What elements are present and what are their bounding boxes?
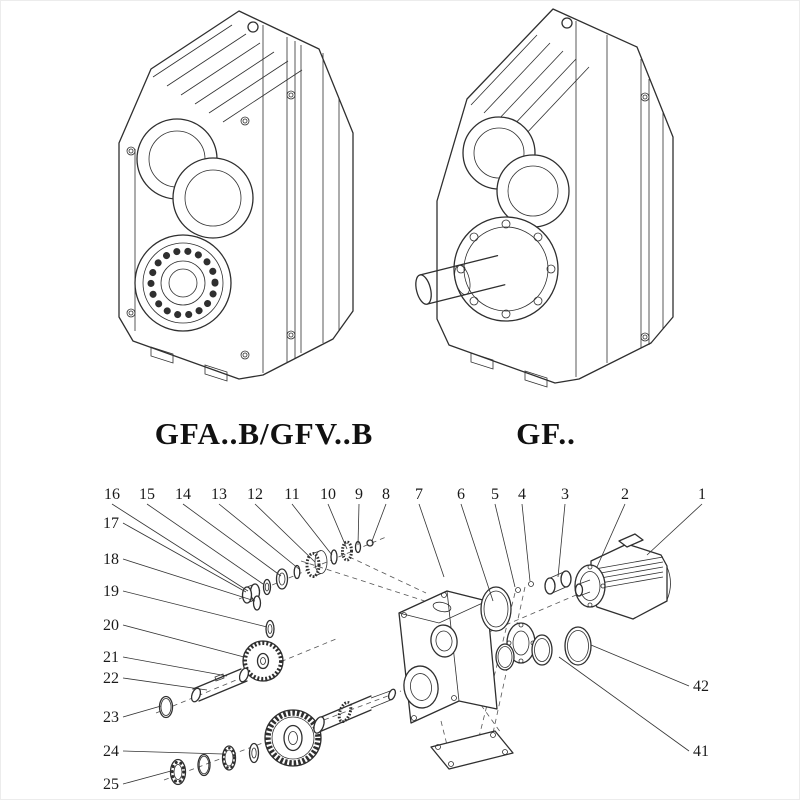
part-number: 41 — [693, 743, 709, 760]
output-shaft-parts — [169, 688, 397, 786]
gear-bores — [136, 118, 254, 239]
motor — [574, 533, 671, 620]
bottom-cover-plate — [430, 730, 514, 770]
eyebolt-hole — [561, 17, 573, 29]
part-number-labels-left: 17 18 19 20 21 22 23 24 25 — [103, 515, 119, 793]
leader-lines — [111, 503, 703, 785]
part-number: 8 — [382, 486, 390, 503]
part-number: 3 — [561, 486, 569, 503]
housing-ribs — [575, 21, 664, 377]
mounting-feet — [150, 346, 228, 382]
part-number: 5 — [491, 486, 499, 503]
part-number: 1 — [698, 486, 706, 503]
part-number: 18 — [103, 551, 119, 568]
part-number: 12 — [247, 486, 263, 503]
motor-shaft — [574, 583, 584, 597]
part-number: 25 — [103, 776, 119, 793]
output-bearing — [134, 234, 232, 332]
part-number: 16 — [104, 486, 120, 503]
output-flange — [453, 216, 559, 322]
flange-screws — [126, 116, 250, 360]
part-number: 2 — [621, 486, 629, 503]
eyebolt-hole — [247, 21, 259, 33]
right-gearbox-drawing — [415, 8, 674, 388]
part-number: 10 — [320, 486, 336, 503]
part-number: 7 — [415, 486, 423, 503]
housing-ribs — [134, 25, 340, 373]
part-number: 15 — [139, 486, 155, 503]
part-number: 6 — [457, 486, 465, 503]
part-number: 22 — [103, 670, 119, 687]
part-number: 13 — [211, 486, 227, 503]
gear-bores — [462, 116, 570, 228]
output-shaft — [415, 255, 506, 305]
part-number: 19 — [103, 583, 119, 600]
part-number: 42 — [693, 678, 709, 695]
part-number: 24 — [103, 743, 119, 760]
figure-caption-right: GF.. — [516, 416, 576, 451]
cooling-fins — [152, 24, 303, 123]
part-number-labels-right: 42 41 — [693, 678, 709, 760]
part-number: 11 — [284, 486, 299, 503]
left-gearbox-drawing — [118, 10, 354, 382]
part-number: 17 — [103, 515, 119, 532]
cooling-fins — [470, 34, 590, 138]
intermediate-shaft-parts — [158, 595, 284, 719]
part-number: 4 — [518, 486, 526, 503]
part-number: 23 — [103, 709, 119, 726]
mounting-feet — [470, 352, 548, 388]
terminal-box — [618, 533, 644, 548]
part-number: 14 — [175, 486, 191, 503]
figure-caption-left: GFA..B/GFV..B — [155, 416, 374, 451]
part-number: 20 — [103, 617, 119, 634]
exploded-view-drawing: 16 15 14 13 12 11 10 9 8 7 6 5 4 3 2 1 1… — [103, 486, 709, 793]
input-shaft-parts — [241, 539, 374, 604]
part-number: 9 — [355, 486, 363, 503]
part-number: 21 — [103, 649, 119, 666]
cover-and-rings — [480, 570, 592, 671]
part-number-labels-top: 16 15 14 13 12 11 10 9 8 7 6 5 4 3 2 1 — [104, 486, 706, 503]
